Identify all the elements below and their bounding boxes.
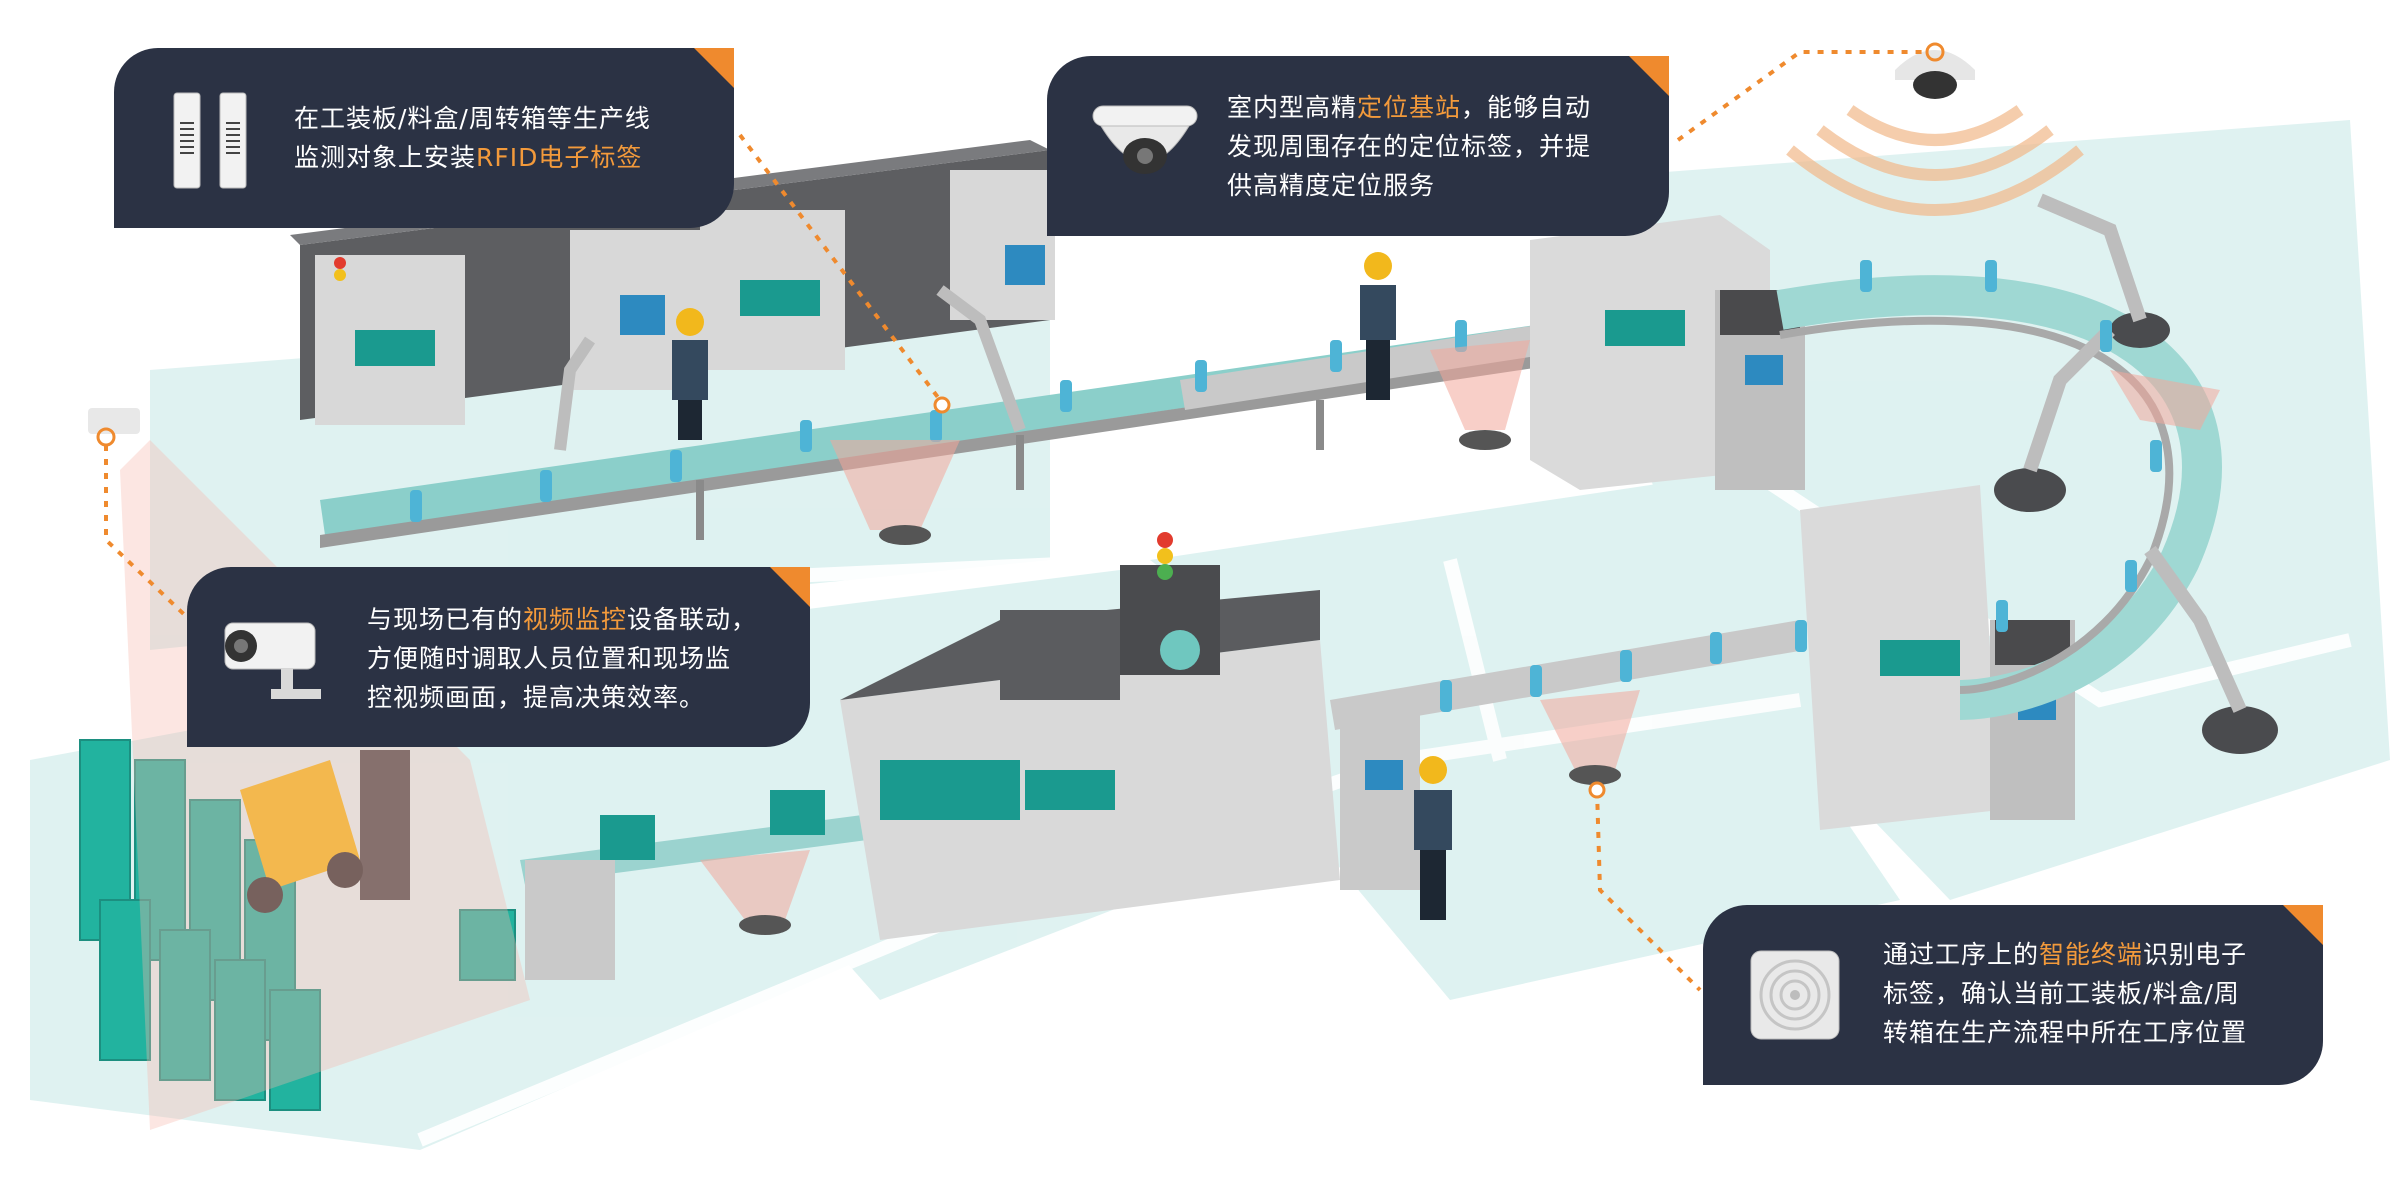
callout-terminal-text: 通过工序上的智能终端识别电子 标签，确认当前工装板/料盒/周 转箱在生产流程中所… — [1883, 935, 2247, 1052]
worker-mid — [1360, 252, 1396, 400]
central-machine — [840, 532, 1420, 940]
callout-terminal-highlight: 智能终端 — [2039, 940, 2144, 969]
callout-base-station-line1: 室内型高精定位基站，能够自动 — [1227, 88, 1591, 127]
callout-base-station-line1-pre: 室内型高精 — [1227, 93, 1358, 122]
leader-lines — [104, 50, 1925, 992]
leader-dots — [933, 396, 1606, 799]
bottles — [410, 260, 2162, 712]
callout-base-station-highlight: 定位基站 — [1357, 93, 1462, 122]
inventory-stacks — [79, 739, 516, 1111]
callout-video-surveillance: 与现场已有的视频监控设备联动， 方便随时调取人员位置和现场监 控视频画面，提高决… — [187, 567, 810, 747]
locator-base-station — [1786, 42, 2084, 216]
callout-video-line3: 控视频画面，提高决策效率。 — [367, 683, 706, 712]
callout-terminal-line1-post: 识别电子 — [2143, 940, 2248, 969]
dome-camera-icon — [1092, 105, 1198, 174]
worker-front — [1414, 756, 1452, 920]
rfid-tag-icon — [173, 92, 247, 189]
callout-corner-accent — [770, 567, 810, 607]
callout-video-line1-pre: 与现场已有的 — [367, 605, 524, 634]
callout-corner-accent — [2283, 905, 2323, 945]
callout-smart-terminal: 通过工序上的智能终端识别电子 标签，确认当前工装板/料盒/周 转箱在生产流程中所… — [1703, 905, 2323, 1085]
callout-rfid-line1: 在工装板/料盒/周转箱等生产线 — [294, 104, 651, 133]
callout-base-station-text: 室内型高精定位基站，能够自动 发现周围存在的定位标签，并提 供高精度定位服务 — [1227, 88, 1591, 205]
callout-base-station-line2: 发现周围存在的定位标签，并提 — [1227, 132, 1592, 161]
wall-camera — [88, 408, 140, 447]
callout-video-line2: 方便随时调取人员位置和现场监 — [367, 644, 732, 673]
callout-base-station: 室内型高精定位基站，能够自动 发现周围存在的定位标签，并提 供高精度定位服务 — [1047, 56, 1669, 236]
callout-rfid-text: 在工装板/料盒/周转箱等生产线 监测对象上安装RFID电子标签 — [294, 99, 651, 177]
rfid-reader-icon — [1750, 950, 1840, 1040]
robot-arms — [554, 193, 2278, 754]
callout-video-line1-post: 设备联动， — [627, 605, 758, 634]
forklift — [240, 750, 410, 913]
workers — [672, 252, 1452, 920]
callout-terminal-line1: 通过工序上的智能终端识别电子 — [1883, 935, 2247, 974]
curved-conveyor — [1776, 275, 2222, 720]
callout-base-station-line3: 供高精度定位服务 — [1227, 171, 1436, 200]
callout-rfid-line2-text: 监测对象上安装 — [294, 143, 477, 172]
callout-video-line1: 与现场已有的视频监控设备联动， — [367, 600, 757, 639]
callout-video-text: 与现场已有的视频监控设备联动， 方便随时调取人员位置和现场监 控视频画面，提高决… — [367, 600, 757, 717]
callout-terminal-line3: 转箱在生产流程中所在工序位置 — [1883, 1018, 2248, 1047]
callout-rfid-highlight: RFID电子标签 — [476, 143, 643, 172]
cctv-camera-icon — [224, 622, 321, 699]
callout-terminal-line2: 标签，确认当前工装板/料盒/周 — [1883, 979, 2240, 1008]
callout-rfid-tags: 在工装板/料盒/周转箱等生产线 监测对象上安装RFID电子标签 — [114, 48, 734, 228]
callout-terminal-line1-pre: 通过工序上的 — [1883, 940, 2040, 969]
callout-video-highlight: 视频监控 — [523, 605, 628, 634]
right-machines — [1530, 215, 2075, 830]
callout-base-station-line1-post: ，能够自动 — [1461, 93, 1592, 122]
callout-corner-accent — [694, 48, 734, 88]
callout-rfid-line2: 监测对象上安装RFID电子标签 — [294, 138, 651, 177]
callout-corner-accent — [1629, 56, 1669, 96]
worker-left — [672, 308, 708, 440]
